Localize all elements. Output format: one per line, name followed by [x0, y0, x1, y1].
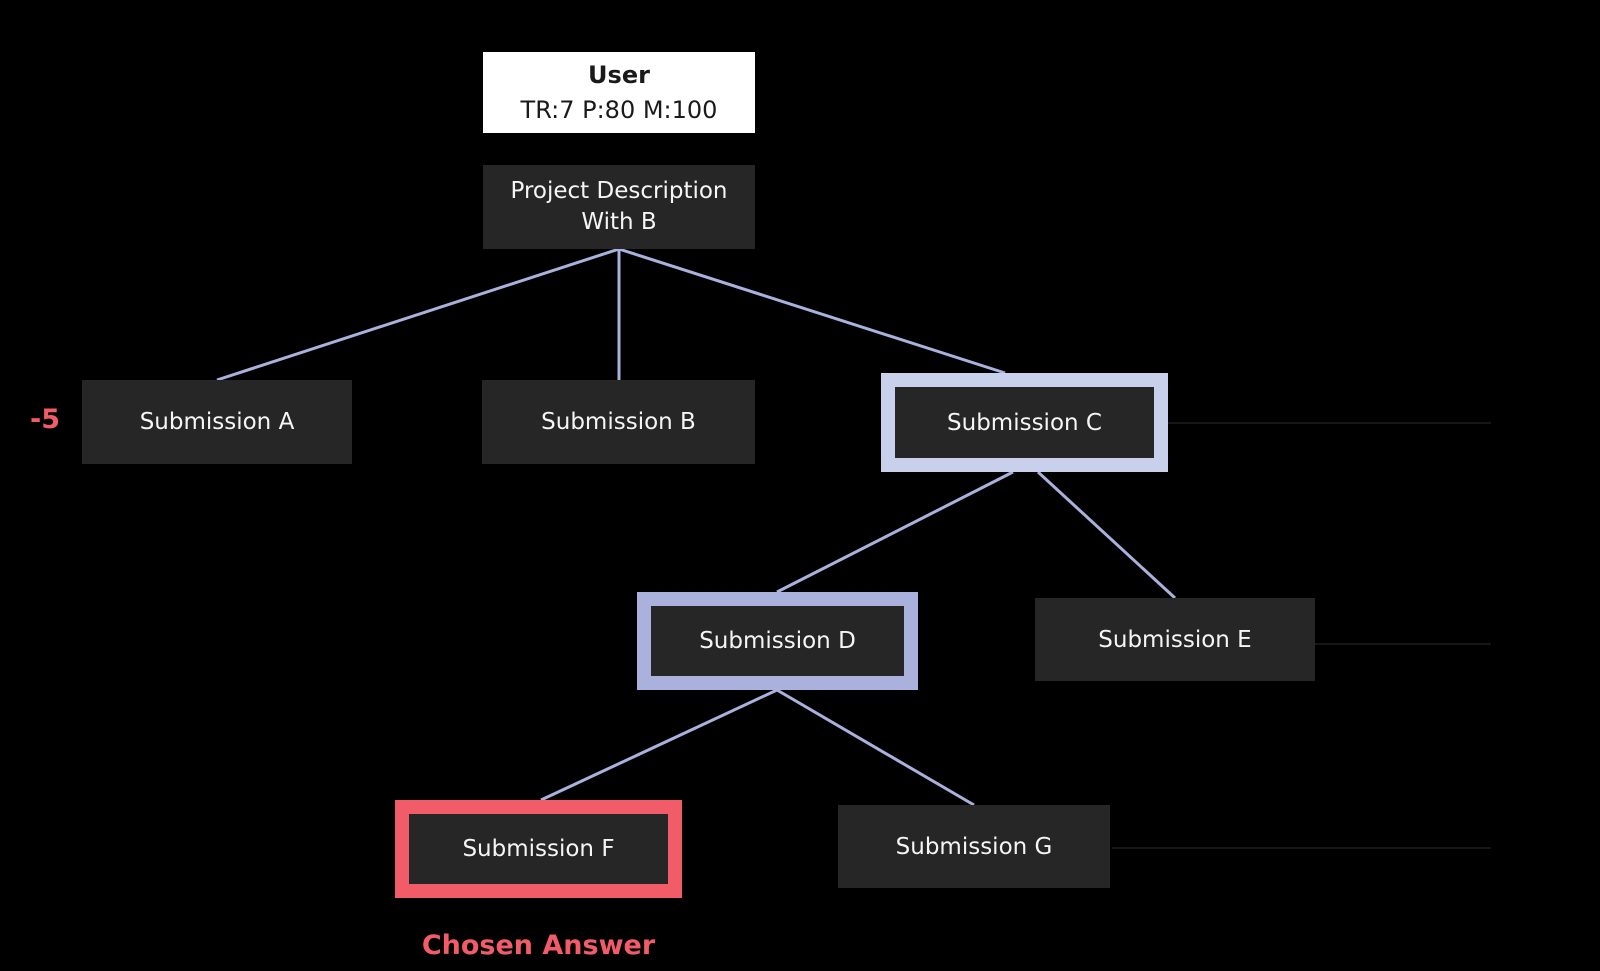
submission-g-label: Submission G	[895, 833, 1053, 860]
node-submission-e[interactable]: Submission E	[1035, 598, 1315, 681]
edge-submission-c-submission-e	[1036, 470, 1177, 600]
submission-d-label: Submission D	[699, 628, 856, 654]
node-user[interactable]: User TR:7 P:80 M:100	[483, 52, 755, 133]
edge-submission-c-submission-d	[776, 470, 1014, 594]
edge-project-submission-c	[618, 247, 1006, 375]
node-submission-b[interactable]: Submission B	[482, 380, 755, 464]
edge-submission-d-submission-f	[540, 688, 778, 802]
submission-c-label: Submission C	[947, 409, 1102, 436]
node-submission-g[interactable]: Submission G	[838, 805, 1110, 888]
project-description-label: Project Description With B	[510, 177, 728, 235]
submission-d-inner: Submission D	[651, 606, 904, 676]
submission-c-inner: Submission C	[895, 387, 1154, 458]
edge-submission-d-submission-g	[776, 688, 975, 807]
node-submission-f[interactable]: Submission F	[395, 800, 682, 898]
penalty-label: -5	[30, 404, 60, 435]
submission-f-inner: Submission F	[409, 814, 668, 884]
submission-f-label: Submission F	[462, 836, 615, 862]
chosen-answer-label: Chosen Answer	[421, 930, 656, 961]
node-submission-d[interactable]: Submission D	[637, 592, 918, 690]
submission-a-label: Submission A	[139, 409, 295, 435]
user-stats: TR:7 P:80 M:100	[520, 95, 718, 124]
edge-project-submission-a	[216, 247, 620, 382]
node-submission-a[interactable]: Submission A	[82, 380, 352, 464]
node-project-description[interactable]: Project Description With B	[483, 165, 755, 249]
node-submission-c[interactable]: Submission C	[881, 373, 1168, 472]
user-title: User	[588, 60, 650, 89]
submission-b-label: Submission B	[541, 409, 696, 435]
submission-e-label: Submission E	[1098, 626, 1252, 653]
